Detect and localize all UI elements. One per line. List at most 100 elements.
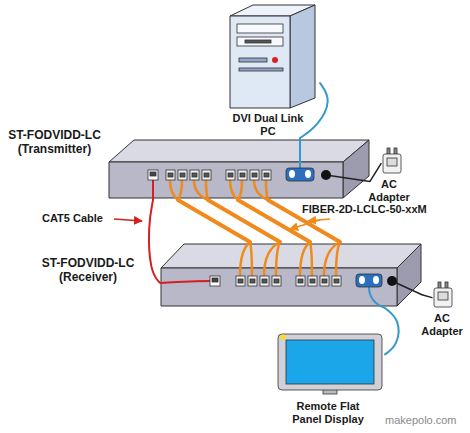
box-side [397,244,421,306]
lc-socket [204,173,209,177]
watermark: makepolo.com [385,414,457,427]
power-cord [370,164,381,182]
lc-socket [250,279,255,283]
fiber-stub [238,180,242,200]
ac-adapter: AC Adapter [381,148,403,174]
device-label: ST-FODVIDD-LC (Receiver) [38,256,138,284]
device-art [160,242,422,308]
pc-side [290,5,315,108]
device-label: Remote Flat Panel Display [283,400,373,426]
lc-socket [262,279,267,283]
fiber-stub [254,180,268,200]
lc-socket [180,173,185,177]
cable-label: CAT5 Cable [42,212,103,225]
lc-socket [168,173,173,177]
lc-socket [240,173,245,177]
lc-port [262,170,271,180]
plug-face [387,158,397,166]
fiber-stub [310,242,312,276]
lc-port [248,276,257,286]
plug-body [434,288,452,307]
video-cable [385,308,398,354]
fiber-stub [250,242,252,276]
rj45-port [148,170,158,180]
label-holder: DVI Dual Link PC [228,112,308,138]
cat5-stub [152,180,154,200]
dvi-screw [359,276,365,284]
power-button [272,57,278,63]
cat5-cable [149,200,160,283]
lc-socket [334,279,339,283]
drive-bay [237,24,283,33]
lc-port [202,170,211,180]
dvi-stub [299,138,301,168]
lc-port [308,276,317,286]
lc-port [260,276,269,286]
label-holder: AC Adapter [364,178,414,204]
lc-socket [228,173,233,177]
fiber-stub [240,242,250,276]
label-holder: Remote Flat Panel Display [283,400,373,426]
front-stripe [239,58,267,62]
fiber-stub [300,242,310,276]
lc-socket [298,279,303,283]
lc-socket [322,279,327,283]
extender-unit: ST-FODVIDD-LC (Receiver) [160,242,422,308]
power-jack [387,276,397,286]
label-holder: ST-FODVIDD-LC (Receiver) [38,256,138,284]
device-art [275,332,385,396]
box-front [109,162,343,198]
device-art [432,282,454,308]
lc-socket [274,279,279,283]
extender-unit: ST-FODVIDD-LC (Transmitter) [108,138,370,200]
lc-port [250,170,259,180]
device-art [381,148,403,174]
device-label: ST-FODVIDD-LC (Transmitter) [2,128,107,156]
cable-label: FIBER-2D-LCLC-50-xxM [302,203,427,216]
fiber-stub [336,242,340,276]
dvi-connector [356,274,382,287]
lc-port [226,170,235,180]
fiber-cable [178,200,250,242]
monitor-frame [278,334,382,390]
pc-front [230,16,290,108]
lc-port [178,170,187,180]
drive-slot [245,40,271,43]
fiber-stub [170,180,178,200]
monitor-screen [286,340,374,384]
lc-port [320,276,329,286]
box-front [161,268,397,306]
device-label: AC Adapter [364,178,414,204]
lc-port [238,170,247,180]
dvi-screw [373,276,379,284]
box-top [161,244,421,268]
power-led [281,335,286,340]
display-unit: Remote Flat Panel Display [275,332,385,396]
dvi-screw [289,170,295,178]
ac-adapter: AC Adapter [432,282,454,308]
label-holder: AC Adapter [418,312,466,338]
pc-tower: DVI Dual Link PC [225,2,320,110]
device-label: DVI Dual Link PC [228,112,308,138]
rj45-port [210,276,220,286]
power-stub [326,175,370,181]
fiber-stub [266,180,268,200]
fiber-stub [178,180,182,200]
lc-port [272,276,281,286]
fiber-stub [324,242,340,276]
lc-port [332,276,341,286]
fiber-stub [276,242,280,276]
fiber-stub [206,180,208,200]
device-art [108,138,370,200]
front-stripe [239,68,283,71]
cat5-stub [160,281,210,283]
drive-bay [237,37,283,46]
fiber-stub [230,180,238,200]
lc-port [190,170,199,180]
leader-line [114,219,142,221]
rj45-contacts [150,172,156,176]
power-cord [422,295,432,298]
box-top [109,140,369,162]
fiber-cable [238,200,310,242]
dvi-stub [369,287,385,308]
